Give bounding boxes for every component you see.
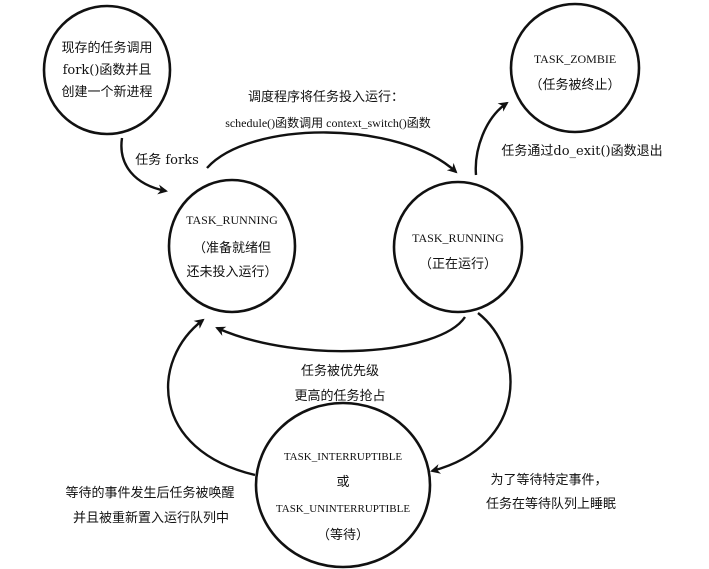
state-task-running-active: TASK_RUNNING （正在运行） [392,180,524,314]
state-task-waiting: TASK_INTERRUPTIBLE 或 TASK_UNINTERRUPTIBL… [254,401,432,569]
running-name: TASK_RUNNING [412,231,504,245]
label-schedule-2: schedule()函数调用 context_switch()函数 [225,115,431,130]
arrow-schedule [206,131,458,174]
running-desc: （正在运行） [419,257,497,272]
arrow-preempt [215,316,467,353]
label-sleep-1: 为了等待特定事件， [490,472,607,488]
state-task-running-ready: TASK_RUNNING （准备就绪但 还未投入运行） [167,178,297,314]
state-new-task: 现存的任务调用 fork()函数并且 创建一个新进程 [42,4,172,136]
new-task-line-3: 创建一个新进程 [61,84,152,100]
label-preempt-1: 任务被优先级 [301,363,379,379]
label-wake-2: 并且被重新置入运行队列中 [73,510,229,526]
label-sleep-2: 任务在等待队列上睡眠 [486,496,616,512]
ready-name: TASK_RUNNING [186,213,278,227]
label-preempt-2: 更高的任务抢占 [294,388,385,404]
arrow-fork [120,137,168,195]
label-fork: 任务 forks [135,152,199,168]
label-schedule-1: 调度程序将任务投入运行： [248,89,404,105]
arrow-sleep [430,312,512,474]
arrow-wake [166,318,256,477]
waiting-or: 或 [336,475,349,490]
new-task-line-1: 现存的任务调用 [61,40,152,56]
ready-desc-1: （准备就绪但 [193,240,271,256]
zombie-name: TASK_ZOMBIE [534,52,616,66]
state-task-zombie: TASK_ZOMBIE （任务被终止） [509,2,641,134]
arrow-exit [474,101,509,176]
label-wake-1: 等待的事件发生后任务被唤醒 [65,485,234,501]
zombie-desc: （任务被终止） [529,77,620,93]
waiting-name-1: TASK_INTERRUPTIBLE [284,451,403,463]
waiting-name-2: TASK_UNINTERRUPTIBLE [276,503,410,515]
label-exit: 任务通过do_exit()函数退出 [501,143,662,159]
new-task-line-2: fork()函数并且 [63,63,152,78]
ready-desc-2: 还未投入运行） [186,264,277,280]
waiting-desc: （等待） [317,527,369,543]
